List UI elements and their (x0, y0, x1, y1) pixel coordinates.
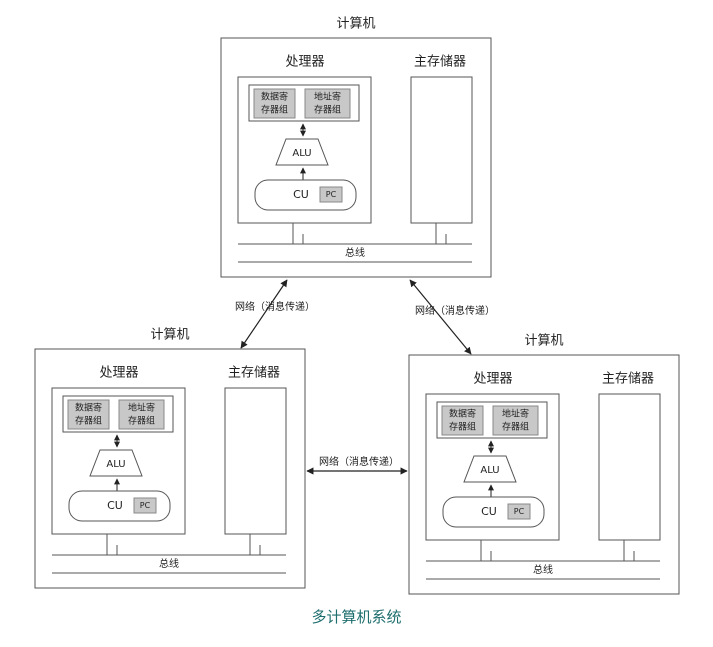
computer-frame (34, 348, 306, 589)
memory-box (410, 76, 473, 224)
cu-box (442, 496, 545, 528)
data-register-label-line1: 数据寄 (261, 91, 288, 103)
register-group-box (436, 401, 548, 439)
address-register-label-line2: 存器组 (502, 421, 529, 433)
processor-label: 处理器 (473, 372, 512, 387)
address-register-label-line1: 地址寄 (128, 402, 155, 414)
computer-frame (408, 354, 680, 595)
cu-label: CU (481, 505, 497, 518)
data-register-label-line2: 存器组 (449, 421, 476, 433)
network-link-1: 网络（消息传递） (235, 279, 315, 349)
address-register-label-line1: 地址寄 (314, 91, 341, 103)
address-register (304, 88, 351, 119)
address-register (492, 405, 539, 436)
processor-box (51, 387, 186, 535)
computer-title: 计算机 (336, 17, 375, 32)
processor-box (425, 393, 560, 541)
network-links-layer: 网络（消息传递） 网络（消息传递） 网络（消息传递） (235, 279, 495, 475)
network-link-3: 网络（消息传递） (306, 455, 408, 475)
network-label: 网络（消息传递） (415, 304, 495, 317)
alu-shape (89, 449, 143, 477)
data-register-label-line2: 存器组 (261, 104, 288, 116)
alu-label: ALU (292, 148, 311, 159)
data-register (253, 88, 296, 119)
pc-box (133, 497, 157, 514)
network-arrow (409, 279, 472, 355)
processor-box (237, 76, 372, 224)
computer-frame (220, 37, 492, 278)
address-register-label-line2: 存器组 (128, 415, 155, 427)
computer-title: 计算机 (524, 334, 563, 349)
network-label: 网络（消息传递） (319, 455, 399, 468)
address-register-label-line1: 地址寄 (502, 408, 529, 420)
cu-label: CU (293, 188, 309, 201)
data-register (441, 405, 484, 436)
register-group-box (248, 84, 360, 122)
network-arrow (240, 279, 288, 349)
cu-box (68, 490, 171, 522)
processor-label: 处理器 (285, 55, 324, 70)
pc-label: PC (326, 190, 337, 199)
pc-label: PC (514, 507, 525, 516)
data-register (67, 399, 110, 430)
memory-box (598, 393, 661, 541)
processor-label: 处理器 (99, 366, 138, 381)
network-label: 网络（消息传递） (235, 300, 315, 313)
memory-label: 主存储器 (602, 372, 654, 387)
bus-label: 总线 (159, 557, 179, 570)
data-register-label-line1: 数据寄 (75, 402, 102, 414)
address-register-label-line2: 存器组 (314, 104, 341, 116)
bus-label: 总线 (533, 563, 553, 576)
cu-label: CU (107, 499, 123, 512)
pc-box (319, 186, 343, 203)
register-group-box (62, 395, 174, 433)
memory-label: 主存储器 (414, 55, 466, 70)
memory-box (224, 387, 287, 535)
alu-label: ALU (106, 459, 125, 470)
data-register-label-line1: 数据寄 (449, 408, 476, 420)
alu-label: ALU (480, 465, 499, 476)
cu-box (254, 179, 357, 211)
network-link-2: 网络（消息传递） (409, 279, 495, 355)
pc-box (507, 503, 531, 520)
pc-label: PC (140, 501, 151, 510)
alu-shape (275, 138, 329, 166)
alu-shape (463, 455, 517, 483)
memory-label: 主存储器 (228, 366, 280, 381)
computer-title: 计算机 (150, 328, 189, 343)
figure-caption: 多计算机系统 (311, 608, 402, 626)
bus-label: 总线 (345, 246, 365, 259)
address-register (118, 399, 165, 430)
data-register-label-line2: 存器组 (75, 415, 102, 427)
